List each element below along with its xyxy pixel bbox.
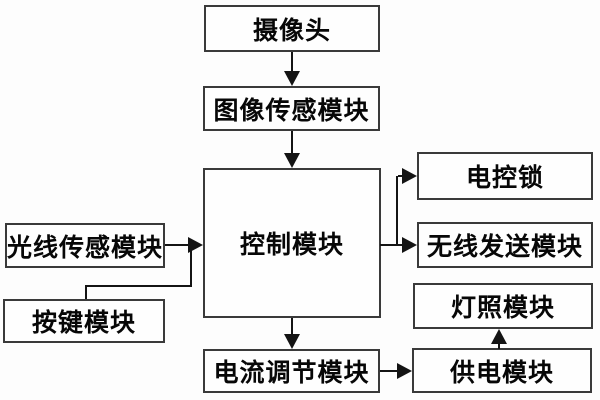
node-current-label: 电流调节模块: [213, 360, 370, 387]
connector-line: [396, 176, 398, 246]
arrowhead-right-icon: [397, 363, 412, 379]
arrowhead-down-icon: [284, 71, 300, 86]
connector-line: [85, 285, 192, 287]
node-key: 按键模块: [3, 299, 165, 343]
connector-line: [380, 370, 398, 372]
node-lock-label: 电控锁: [465, 165, 544, 192]
arrowhead-right-icon: [402, 168, 417, 184]
arrowhead-up-icon: [491, 329, 507, 344]
node-light-sensor-label: 光线传感模块: [7, 234, 164, 262]
arrowhead-right-icon: [402, 237, 417, 253]
node-wireless-label: 无线发送模块: [426, 234, 583, 261]
node-camera-label: 摄像头: [252, 17, 331, 45]
node-image-sensor-label: 图像传感模块: [213, 97, 370, 125]
connector-line: [85, 286, 87, 299]
node-light-sensor: 光线传感模块: [5, 223, 165, 268]
node-lighting-label: 灯照模块: [450, 295, 555, 322]
node-control: 控制模块: [203, 168, 381, 318]
connector-line: [380, 244, 404, 246]
connector-line: [291, 318, 293, 335]
connector-line: [165, 244, 191, 246]
node-wireless: 无线发送模块: [417, 222, 593, 268]
node-control-label: 控制模块: [239, 232, 344, 259]
connector-line: [291, 52, 293, 73]
connector-line: [398, 175, 403, 177]
connector-line: [190, 246, 192, 287]
connector-line: [498, 343, 500, 349]
node-image-sensor: 图像传感模块: [203, 86, 380, 131]
node-lock: 电控锁: [417, 152, 593, 200]
arrowhead-down-icon: [284, 153, 300, 168]
arrowhead-down-icon: [284, 334, 300, 349]
node-power: 供电模块: [412, 348, 592, 393]
node-camera: 摄像头: [204, 5, 380, 52]
node-lighting: 灯照模块: [413, 283, 593, 329]
node-current: 电流调节模块: [203, 349, 380, 393]
node-power-label: 供电模块: [449, 359, 554, 387]
node-key-label: 按键模块: [31, 310, 136, 337]
connector-line: [291, 131, 293, 154]
